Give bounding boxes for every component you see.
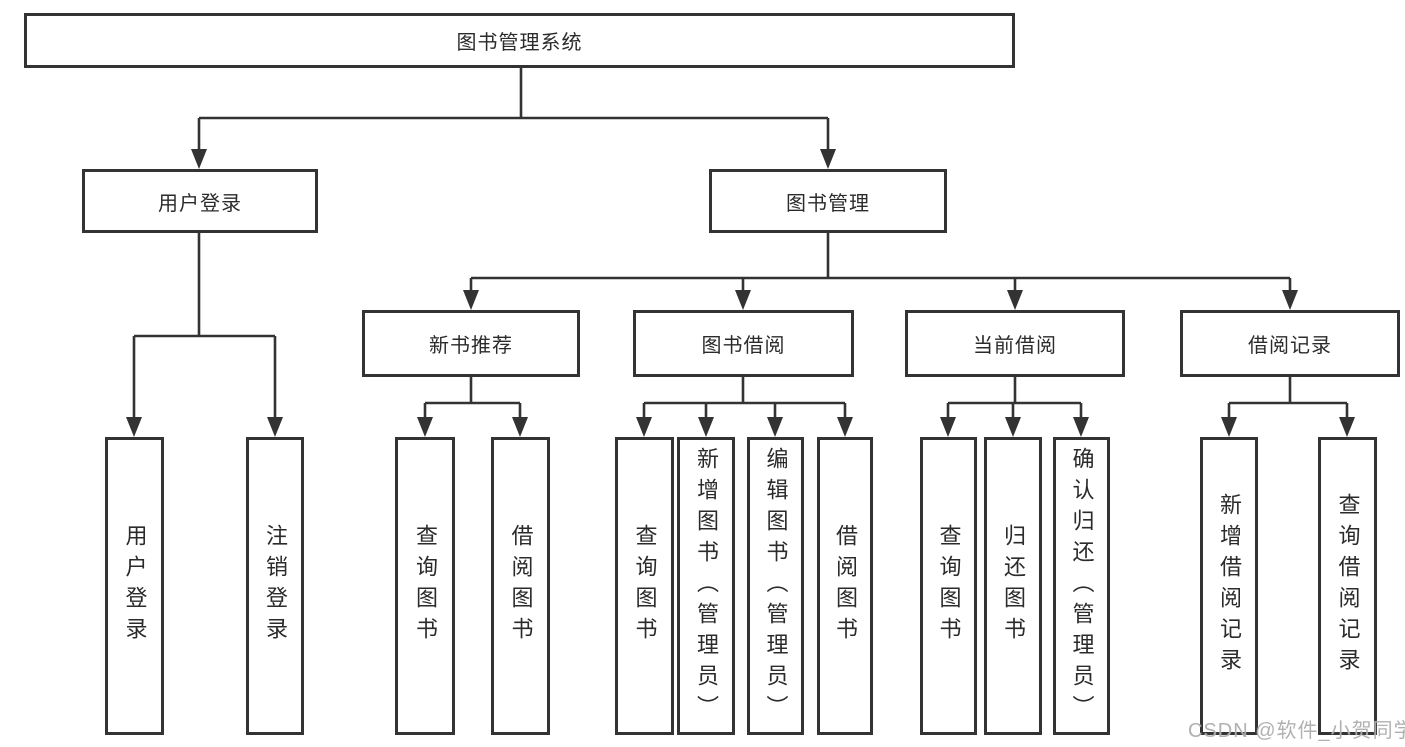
leaf-newbooks-borrow-books: 借阅图书: [491, 437, 550, 735]
node-label: 查询图书: [413, 524, 438, 648]
node-label: 确认归还（管理员）: [1069, 446, 1095, 726]
node-label: 新增图书（管理员）: [694, 446, 719, 726]
leaf-borrowing-add-books-admin: 新增图书（管理员）: [677, 437, 735, 735]
node-label: 注销登录: [263, 524, 288, 648]
node-label: 借阅记录: [1248, 335, 1332, 357]
node-label: 图书管理: [786, 192, 870, 215]
node-borrowing-records: 借阅记录: [1180, 310, 1400, 377]
leaf-borrowing-borrow-books: 借阅图书: [817, 437, 873, 735]
leaf-current-query-books: 查询图书: [920, 437, 977, 735]
csdn-watermark: CSDN @软件_小贺同学: [1188, 720, 1405, 742]
node-library-management-system: 图书管理系统: [24, 13, 1015, 68]
leaf-records-query-borrow-record: 查询借阅记录: [1318, 437, 1377, 735]
leaf-newbooks-query-books: 查询图书: [395, 437, 455, 735]
node-label: 借阅图书: [833, 524, 858, 648]
node-label: 新增借阅记录: [1217, 493, 1242, 679]
node-label: 图书借阅: [701, 335, 786, 357]
node-user-login: 用户登录: [82, 169, 318, 233]
node-label: 归还图书: [1001, 524, 1026, 648]
arrowheads: [126, 149, 1355, 437]
leaf-current-confirm-return-admin: 确认归还（管理员）: [1053, 437, 1110, 735]
node-label: 查询借阅记录: [1335, 493, 1361, 679]
node-book-management: 图书管理: [709, 169, 947, 233]
leaf-current-return-books: 归还图书: [984, 437, 1042, 735]
node-label: 编辑图书（管理员）: [763, 446, 789, 726]
node-label: 用户登录: [122, 524, 148, 648]
node-label: 新书推荐: [429, 335, 513, 357]
node-label: 当前借阅: [973, 335, 1057, 357]
leaf-borrowing-query-books: 查询图书: [615, 437, 674, 735]
leaf-borrowing-edit-books-admin: 编辑图书（管理员）: [747, 437, 804, 735]
node-label: 查询图书: [632, 524, 658, 648]
node-label: 借阅图书: [508, 524, 534, 648]
node-label: 查询图书: [936, 524, 962, 648]
node-book-borrowing: 图书借阅: [633, 310, 854, 377]
node-new-book-recommendation: 新书推荐: [362, 310, 580, 377]
node-current-borrowing: 当前借阅: [905, 310, 1125, 377]
leaf-user-login: 用户登录: [105, 437, 164, 735]
leaf-records-add-borrow-record: 新增借阅记录: [1200, 437, 1258, 735]
node-label: 图书管理系统: [456, 32, 583, 54]
node-label: 用户登录: [158, 192, 242, 215]
leaf-logout: 注销登录: [246, 437, 304, 735]
